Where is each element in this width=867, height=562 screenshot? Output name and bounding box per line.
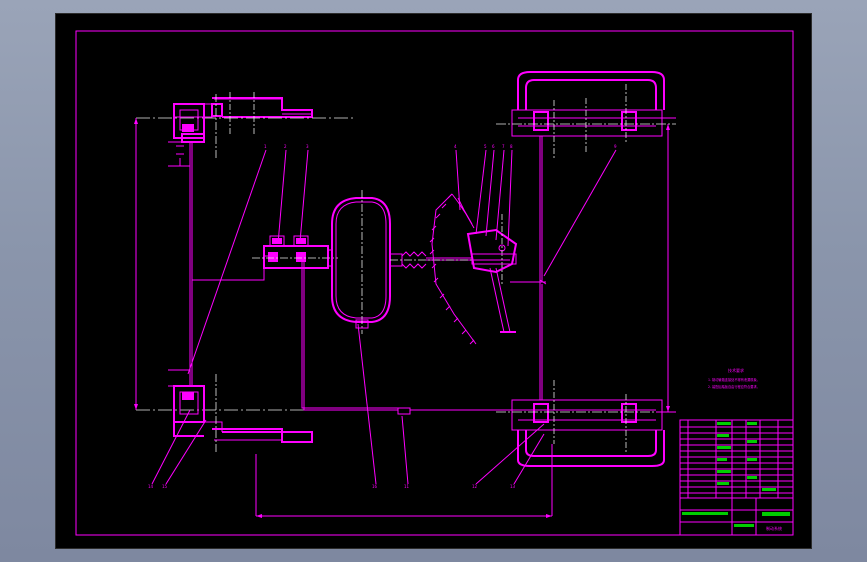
part-leaders bbox=[151, 149, 617, 485]
balloon-9: 9 bbox=[614, 144, 617, 149]
parts-list-grid bbox=[680, 420, 793, 498]
balloon-8: 8 bbox=[510, 144, 513, 149]
cad-drawing-viewport[interactable]: 1 2 3 4 5 6 7 8 9 14 15 16 11 12 13 技术要求… bbox=[55, 13, 812, 549]
balloon-5: 5 bbox=[484, 144, 487, 149]
balloon-15: 15 bbox=[162, 484, 168, 489]
balloon-7: 7 bbox=[502, 144, 505, 149]
part-balloon-labels: 1 2 3 4 5 6 7 8 9 14 15 16 11 12 13 bbox=[148, 144, 617, 489]
balloon-11: 11 bbox=[404, 484, 410, 489]
rear-left-wheel-assembly bbox=[136, 369, 356, 454]
drawing-name: 制动系统 bbox=[766, 525, 782, 531]
front-right-wheel-assembly bbox=[496, 71, 676, 160]
balloon-2: 2 bbox=[284, 144, 287, 149]
pedal-assembly bbox=[429, 193, 518, 345]
balloon-12: 12 bbox=[472, 484, 478, 489]
brake-lines bbox=[189, 136, 547, 415]
brake-system-assembly-drawing: 1 2 3 4 5 6 7 8 9 14 15 16 11 12 13 技术要求… bbox=[75, 30, 794, 536]
parts-list-entries bbox=[682, 422, 790, 527]
note-line-1: 1. 制动管路连接处不得有泄漏现象。 bbox=[708, 377, 760, 382]
rear-right-wheel-assembly bbox=[496, 380, 676, 467]
balloon-14: 14 bbox=[148, 484, 154, 489]
balloon-3: 3 bbox=[306, 144, 309, 149]
note-line-2: 2. 装配后踏板自由行程应符合要求。 bbox=[708, 384, 760, 389]
front-left-wheel-assembly bbox=[136, 92, 356, 167]
technical-requirements: 技术要求 1. 制动管路连接处不得有泄漏现象。 2. 装配后踏板自由行程应符合要… bbox=[708, 367, 760, 389]
balloon-6: 6 bbox=[492, 144, 495, 149]
balloon-1: 1 bbox=[264, 144, 267, 149]
title-block: 制动系统 bbox=[679, 419, 794, 536]
notes-title: 技术要求 bbox=[728, 367, 744, 373]
balloon-13: 13 bbox=[510, 484, 516, 489]
balloon-16: 16 bbox=[372, 484, 378, 489]
master-cylinder bbox=[252, 235, 338, 269]
vacuum-booster bbox=[331, 190, 516, 334]
dimension-lines bbox=[134, 117, 676, 518]
balloon-4: 4 bbox=[454, 144, 457, 149]
outer-border bbox=[75, 30, 794, 536]
